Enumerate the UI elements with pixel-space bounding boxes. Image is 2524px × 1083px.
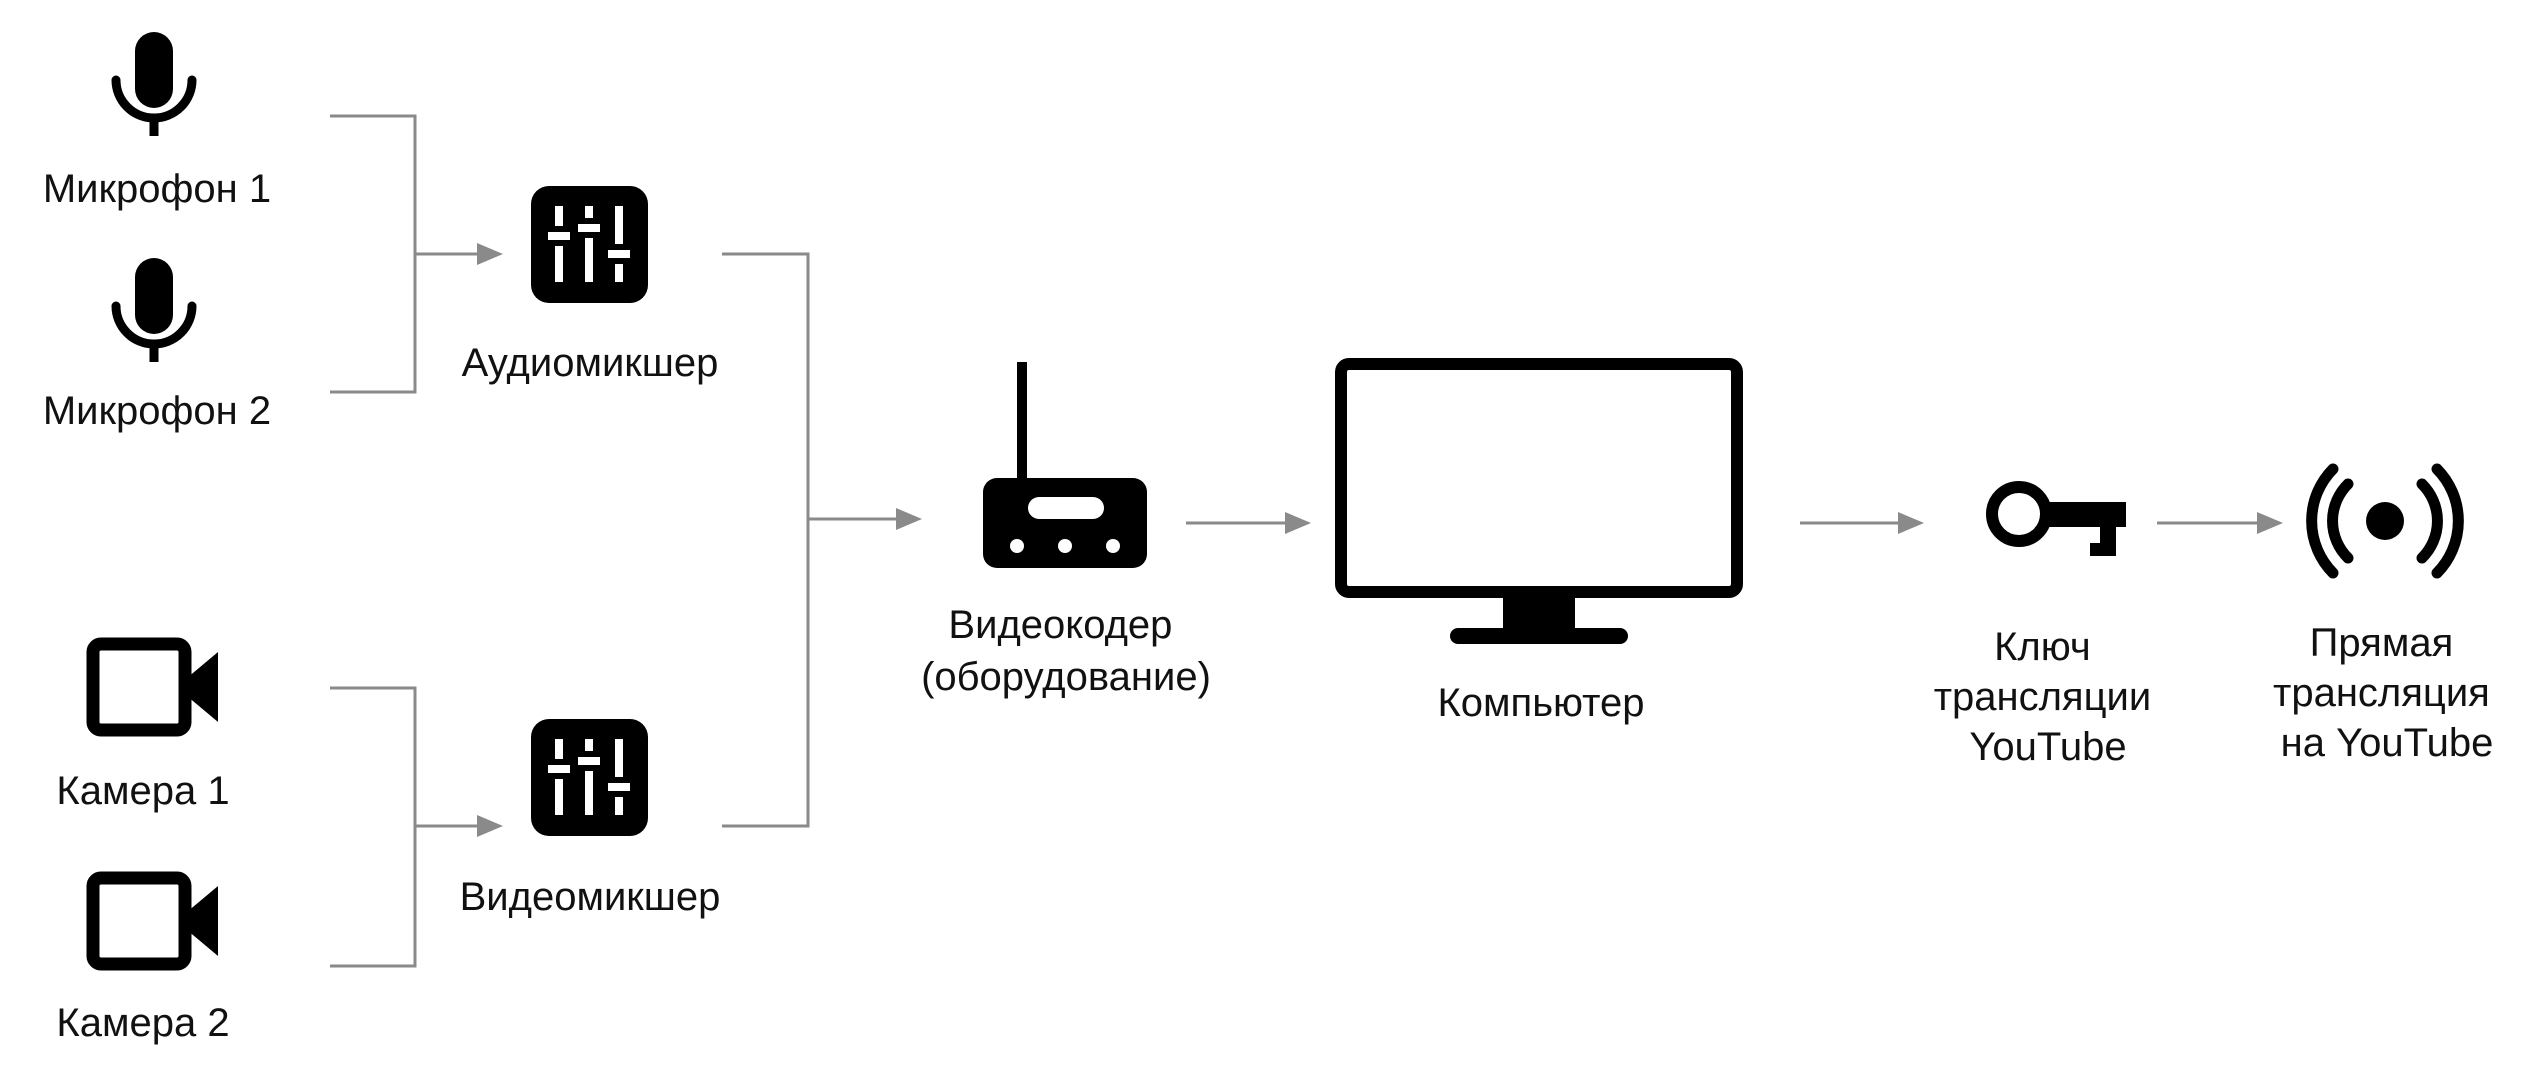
node-microphone-1: Микрофон 1 (43, 32, 271, 211)
connectors (330, 114, 2283, 968)
video-camera-icon (86, 871, 218, 971)
arrowhead (477, 243, 503, 265)
label-computer: Компьютер (1437, 681, 1644, 725)
arrowhead (2257, 512, 2283, 534)
node-computer: Компьютер (1335, 358, 1743, 725)
node-video-mixer: Видеомикшер (460, 719, 721, 919)
node-audio-mixer: Аудиомикшер (462, 186, 719, 385)
label-line: трансляция (2273, 671, 2490, 715)
key-icon (1986, 481, 2126, 556)
arrowhead (1898, 512, 1924, 534)
label-stream-key: Ключ трансляции YouTube (1934, 625, 2163, 769)
arrowhead (477, 815, 503, 837)
monitor-icon (1335, 358, 1743, 644)
arrowhead (1285, 512, 1311, 534)
node-hardware-encoder: Видеокодер (оборудование) (921, 362, 1211, 699)
label-line: YouTube (1969, 725, 2126, 769)
microphone-icon (111, 32, 197, 136)
label-live-broadcast: Прямая трансляция на YouTube (2273, 621, 2501, 765)
node-camera-2: Камера 2 (56, 871, 230, 1045)
mixer-sliders-icon (531, 186, 648, 303)
video-camera-icon (86, 637, 218, 737)
node-live-broadcast: Прямая трансляция на YouTube (2273, 463, 2501, 765)
label-camera-1: Камера 1 (56, 769, 229, 813)
label-line: Ключ (1994, 625, 2091, 669)
label-camera-2: Камера 2 (56, 1001, 229, 1045)
edge-cameras-to-video-mixer (330, 686, 477, 968)
arrowhead (896, 508, 922, 530)
label-hardware-encoder: Видеокодер (оборудование) (921, 603, 1211, 699)
node-stream-key: Ключ трансляции YouTube (1934, 481, 2163, 769)
label-line: (оборудование) (921, 655, 1211, 699)
microphone-icon (111, 258, 197, 362)
label-line: трансляции (1934, 675, 2152, 719)
node-camera-1: Камера 1 (56, 637, 230, 813)
edge-mixers-to-encoder (722, 252, 896, 828)
edge-mics-to-audio-mixer (330, 114, 477, 394)
node-microphone-2: Микрофон 2 (43, 258, 271, 433)
label-line: на YouTube (2281, 721, 2494, 765)
live-broadcast-icon (2306, 463, 2464, 579)
mixer-sliders-icon (531, 719, 648, 836)
label-line: Прямая (2310, 621, 2454, 665)
label-line: Видеокодер (948, 603, 1172, 647)
label-microphone-1: Микрофон 1 (43, 167, 271, 211)
label-video-mixer: Видеомикшер (460, 875, 721, 919)
label-audio-mixer: Аудиомикшер (462, 341, 719, 385)
hardware-encoder-icon (983, 362, 1147, 568)
label-microphone-2: Микрофон 2 (43, 389, 271, 433)
